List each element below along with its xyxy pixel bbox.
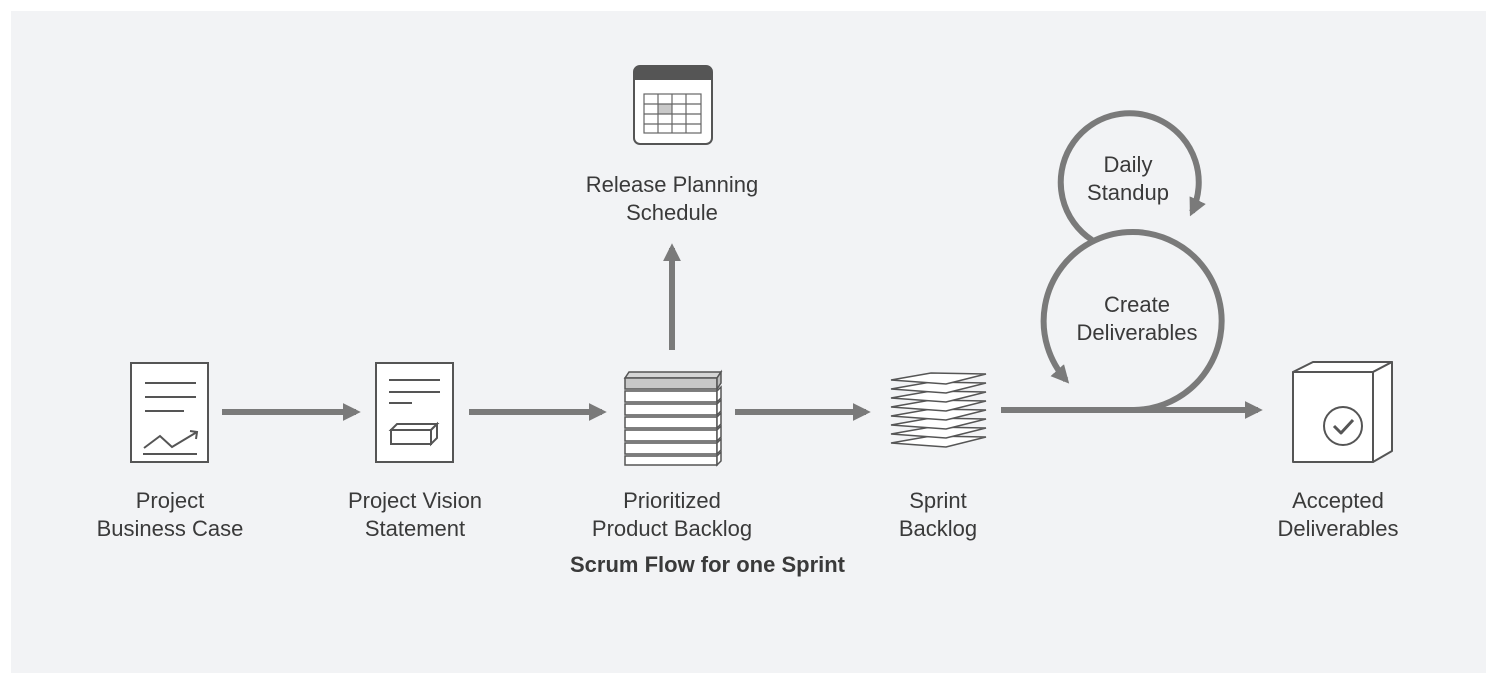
stacked-bars-icon <box>623 369 723 467</box>
node-label-line: Project Vision <box>347 488 483 513</box>
node-label-line: Deliverables <box>1277 516 1399 541</box>
loop-label-line: Deliverables <box>1076 320 1198 345</box>
node-label-accepted: Accepted Deliverables <box>1258 487 1418 543</box>
node-label-backlog: Prioritized Product Backlog <box>582 487 762 543</box>
loop-label-line: Create <box>1103 292 1171 317</box>
document-chart-icon <box>130 362 209 463</box>
node-label-line: Release Planning <box>585 172 759 197</box>
loop-label-create-deliverables: Create Deliverables <box>1052 291 1222 347</box>
document-box-icon <box>375 362 454 463</box>
node-label-line: Sprint <box>909 488 967 513</box>
node-label-line: Product Backlog <box>591 516 753 541</box>
node-label-line: Statement <box>364 516 466 541</box>
flow-arrows <box>222 110 1263 421</box>
daily-standup-loop <box>1057 110 1206 243</box>
node-label-line: Schedule <box>626 200 718 225</box>
node-label-line: Backlog <box>898 516 978 541</box>
loop-label-line: Standup <box>1087 180 1169 205</box>
diagram-caption: Scrum Flow for one Sprint <box>570 552 846 577</box>
node-label-release: Release Planning Schedule <box>562 171 782 227</box>
loop-label-line: Daily <box>1103 152 1153 177</box>
node-label-line: Prioritized <box>623 488 721 513</box>
node-label-sprint: Sprint Backlog <box>863 487 1013 543</box>
create-deliverables-loop <box>1040 229 1225 413</box>
node-label-line: Business Case <box>96 516 244 541</box>
diagram-canvas <box>11 11 1486 673</box>
calendar-icon <box>633 65 713 145</box>
loop-label-daily-standup: Daily Standup <box>1068 151 1188 207</box>
node-label-vision: Project Vision Statement <box>325 487 505 543</box>
node-label-line: Accepted <box>1292 488 1384 513</box>
node-label-business-case: Project Business Case <box>80 487 260 543</box>
node-label-line: Project <box>135 488 205 513</box>
stacked-sheets-icon <box>890 372 987 448</box>
checked-box-icon <box>1292 361 1393 463</box>
